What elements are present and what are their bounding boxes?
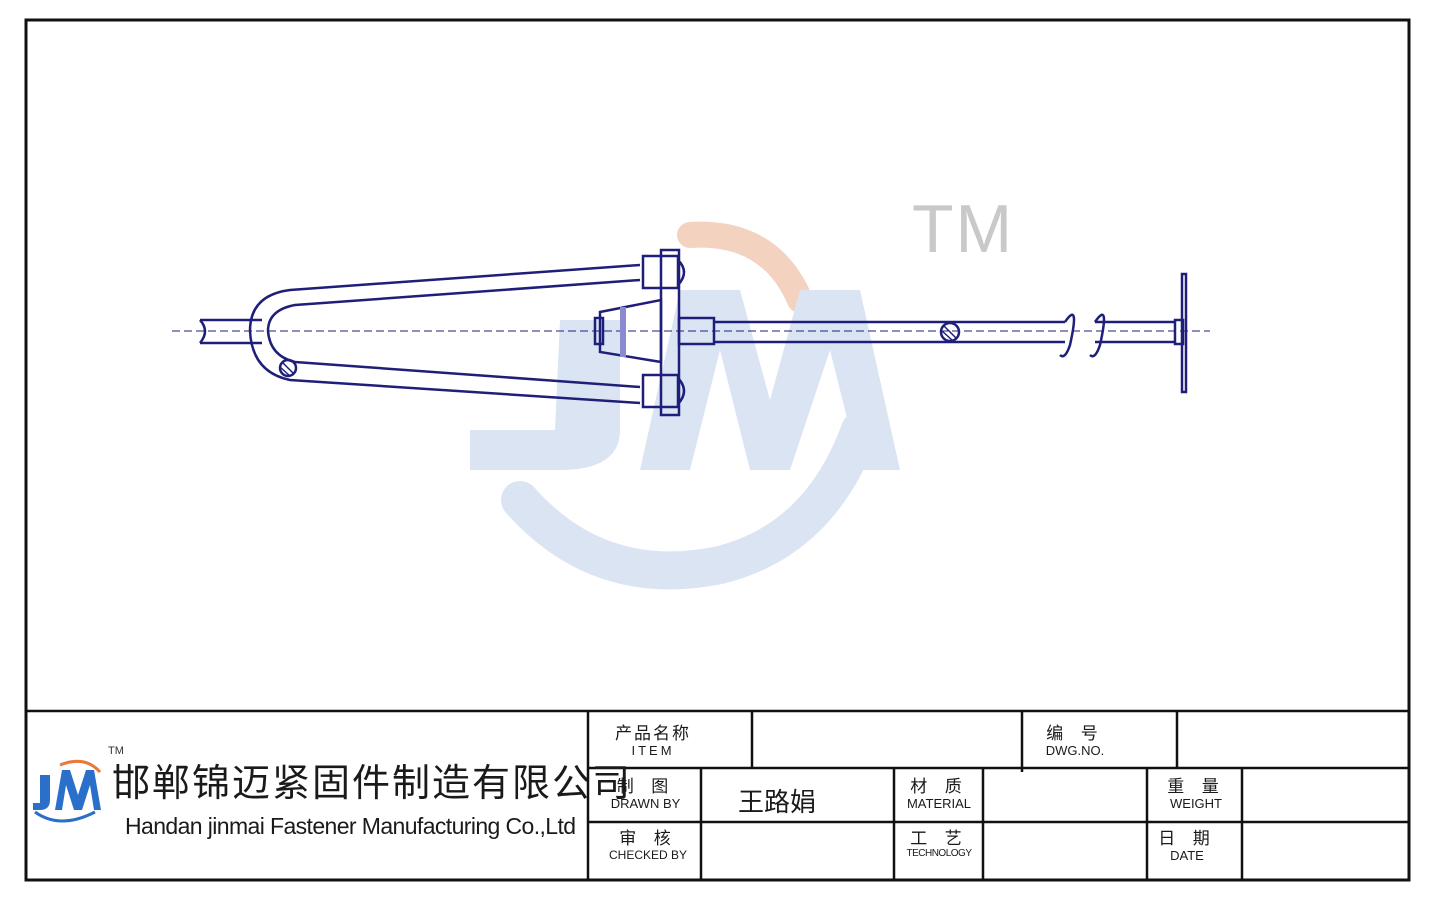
material-label-zh: 材 质 <box>910 777 968 797</box>
drawn-by-label-zh: 制 图 <box>616 777 675 797</box>
dwg-no-label: 编 号 DWG.NO. <box>1030 724 1120 758</box>
company-name-zh: 邯郸锦迈紧固件制造有限公司 <box>112 761 633 805</box>
checked-by-label-en: CHECKED BY <box>608 848 688 862</box>
weight-label: 重 量 WEIGHT <box>1152 777 1240 811</box>
item-label-en: ITEM <box>631 743 675 758</box>
sheet-border <box>24 18 1411 882</box>
date-label: 日 期 DATE <box>1152 829 1222 863</box>
technology-label: 工 艺 TECHNOLOGY <box>896 831 982 859</box>
technology-label-zh: 工 艺 <box>910 829 968 849</box>
technology-label-en: TECHNOLOGY <box>906 848 972 859</box>
item-label-zh: 产品名称 <box>615 724 691 744</box>
checked-by-label: 审 核 CHECKED BY <box>598 829 698 862</box>
material-label: 材 质 MATERIAL <box>896 777 982 811</box>
company-logo <box>33 759 102 823</box>
logo-trademark: TM <box>108 745 124 757</box>
material-label-en: MATERIAL <box>906 796 972 811</box>
watermark-logo-text: JM <box>505 462 518 473</box>
dwg-no-label-zh: 编 号 <box>1046 724 1104 744</box>
checked-by-label-zh: 审 核 <box>619 829 677 849</box>
weight-label-zh: 重 量 <box>1167 777 1225 797</box>
drawn-by-value: 王路娟 <box>738 788 817 818</box>
dwg-no-label-en: DWG.NO. <box>1045 743 1105 758</box>
date-label-zh: 日 期 <box>1158 829 1216 849</box>
watermark-trademark: TM <box>912 191 1015 267</box>
company-name-en: Handan jinmai Fastener Manufacturing Co.… <box>125 813 576 839</box>
drawn-by-label-en: DRAWN BY <box>610 796 681 811</box>
weight-label-en: WEIGHT <box>1170 796 1222 811</box>
drawn-by-label: 制 图 DRAWN BY <box>598 777 693 811</box>
date-label-en: DATE <box>1170 848 1204 863</box>
guy-grip-drawing <box>199 248 1188 417</box>
item-label: 产品名称 ITEM <box>598 724 708 758</box>
title-block-grid <box>26 709 1409 880</box>
watermark-logo: JM <box>470 221 900 590</box>
